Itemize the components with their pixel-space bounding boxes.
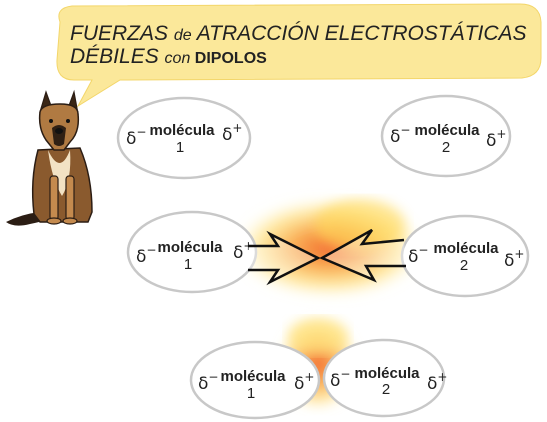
delta-plus-label: δ+ <box>222 121 242 145</box>
delta-plus-label: δ+ <box>294 370 314 394</box>
bubble-title-line2: DÉBILES con DIPOLOS <box>70 45 267 68</box>
delta-minus-label: δ− <box>408 243 428 267</box>
delta-plus-label: δ+ <box>504 247 524 271</box>
molecule-label: molécula <box>414 122 480 139</box>
molecule-number: 1 <box>176 139 184 156</box>
bubble-title-line1: FUERZAS de ATRACCIÓN ELECTROSTÁTICAS <box>70 22 527 45</box>
delta-minus-label: δ− <box>330 367 350 391</box>
molecule-number: 1 <box>247 385 255 402</box>
molecule-label: molécula <box>157 239 223 256</box>
attraction-arrow-right <box>248 230 321 286</box>
attraction-arrow-left <box>319 228 406 283</box>
delta-plus-label: δ+ <box>486 127 506 151</box>
molecule-top-right: δ− molécula 2 δ+ <box>380 94 512 178</box>
speech-bubble: FUERZAS de ATRACCIÓN ELECTROSTÁTICAS DÉB… <box>56 3 542 108</box>
attraction-glow-middle <box>235 198 425 298</box>
molecule-middle-left: δ− molécula 1 δ+ <box>126 210 258 294</box>
molecule-middle-right: δ− molécula 2 δ+ <box>400 214 530 298</box>
molecule-number: 2 <box>460 257 468 274</box>
dog-icon <box>6 89 93 226</box>
delta-minus-label: δ− <box>136 243 156 267</box>
molecule-bottom-right: δ− molécula 2 δ+ <box>322 338 447 418</box>
molecule-label: molécula <box>149 122 215 139</box>
molecule-number: 2 <box>442 139 450 156</box>
delta-minus-label: δ− <box>198 370 218 394</box>
molecule-label: molécula <box>354 365 420 382</box>
molecule-label: molécula <box>220 368 286 385</box>
molecule-top-left: δ− molécula 1 δ+ <box>116 96 252 180</box>
molecule-bottom-left: δ− molécula 1 δ+ <box>189 340 321 420</box>
molecule-number: 1 <box>184 256 192 273</box>
molecule-label: molécula <box>433 240 499 257</box>
delta-minus-label: δ− <box>390 123 410 147</box>
delta-minus-label: δ− <box>126 125 146 149</box>
molecule-number: 2 <box>382 381 390 398</box>
delta-plus-label: δ+ <box>427 370 447 394</box>
